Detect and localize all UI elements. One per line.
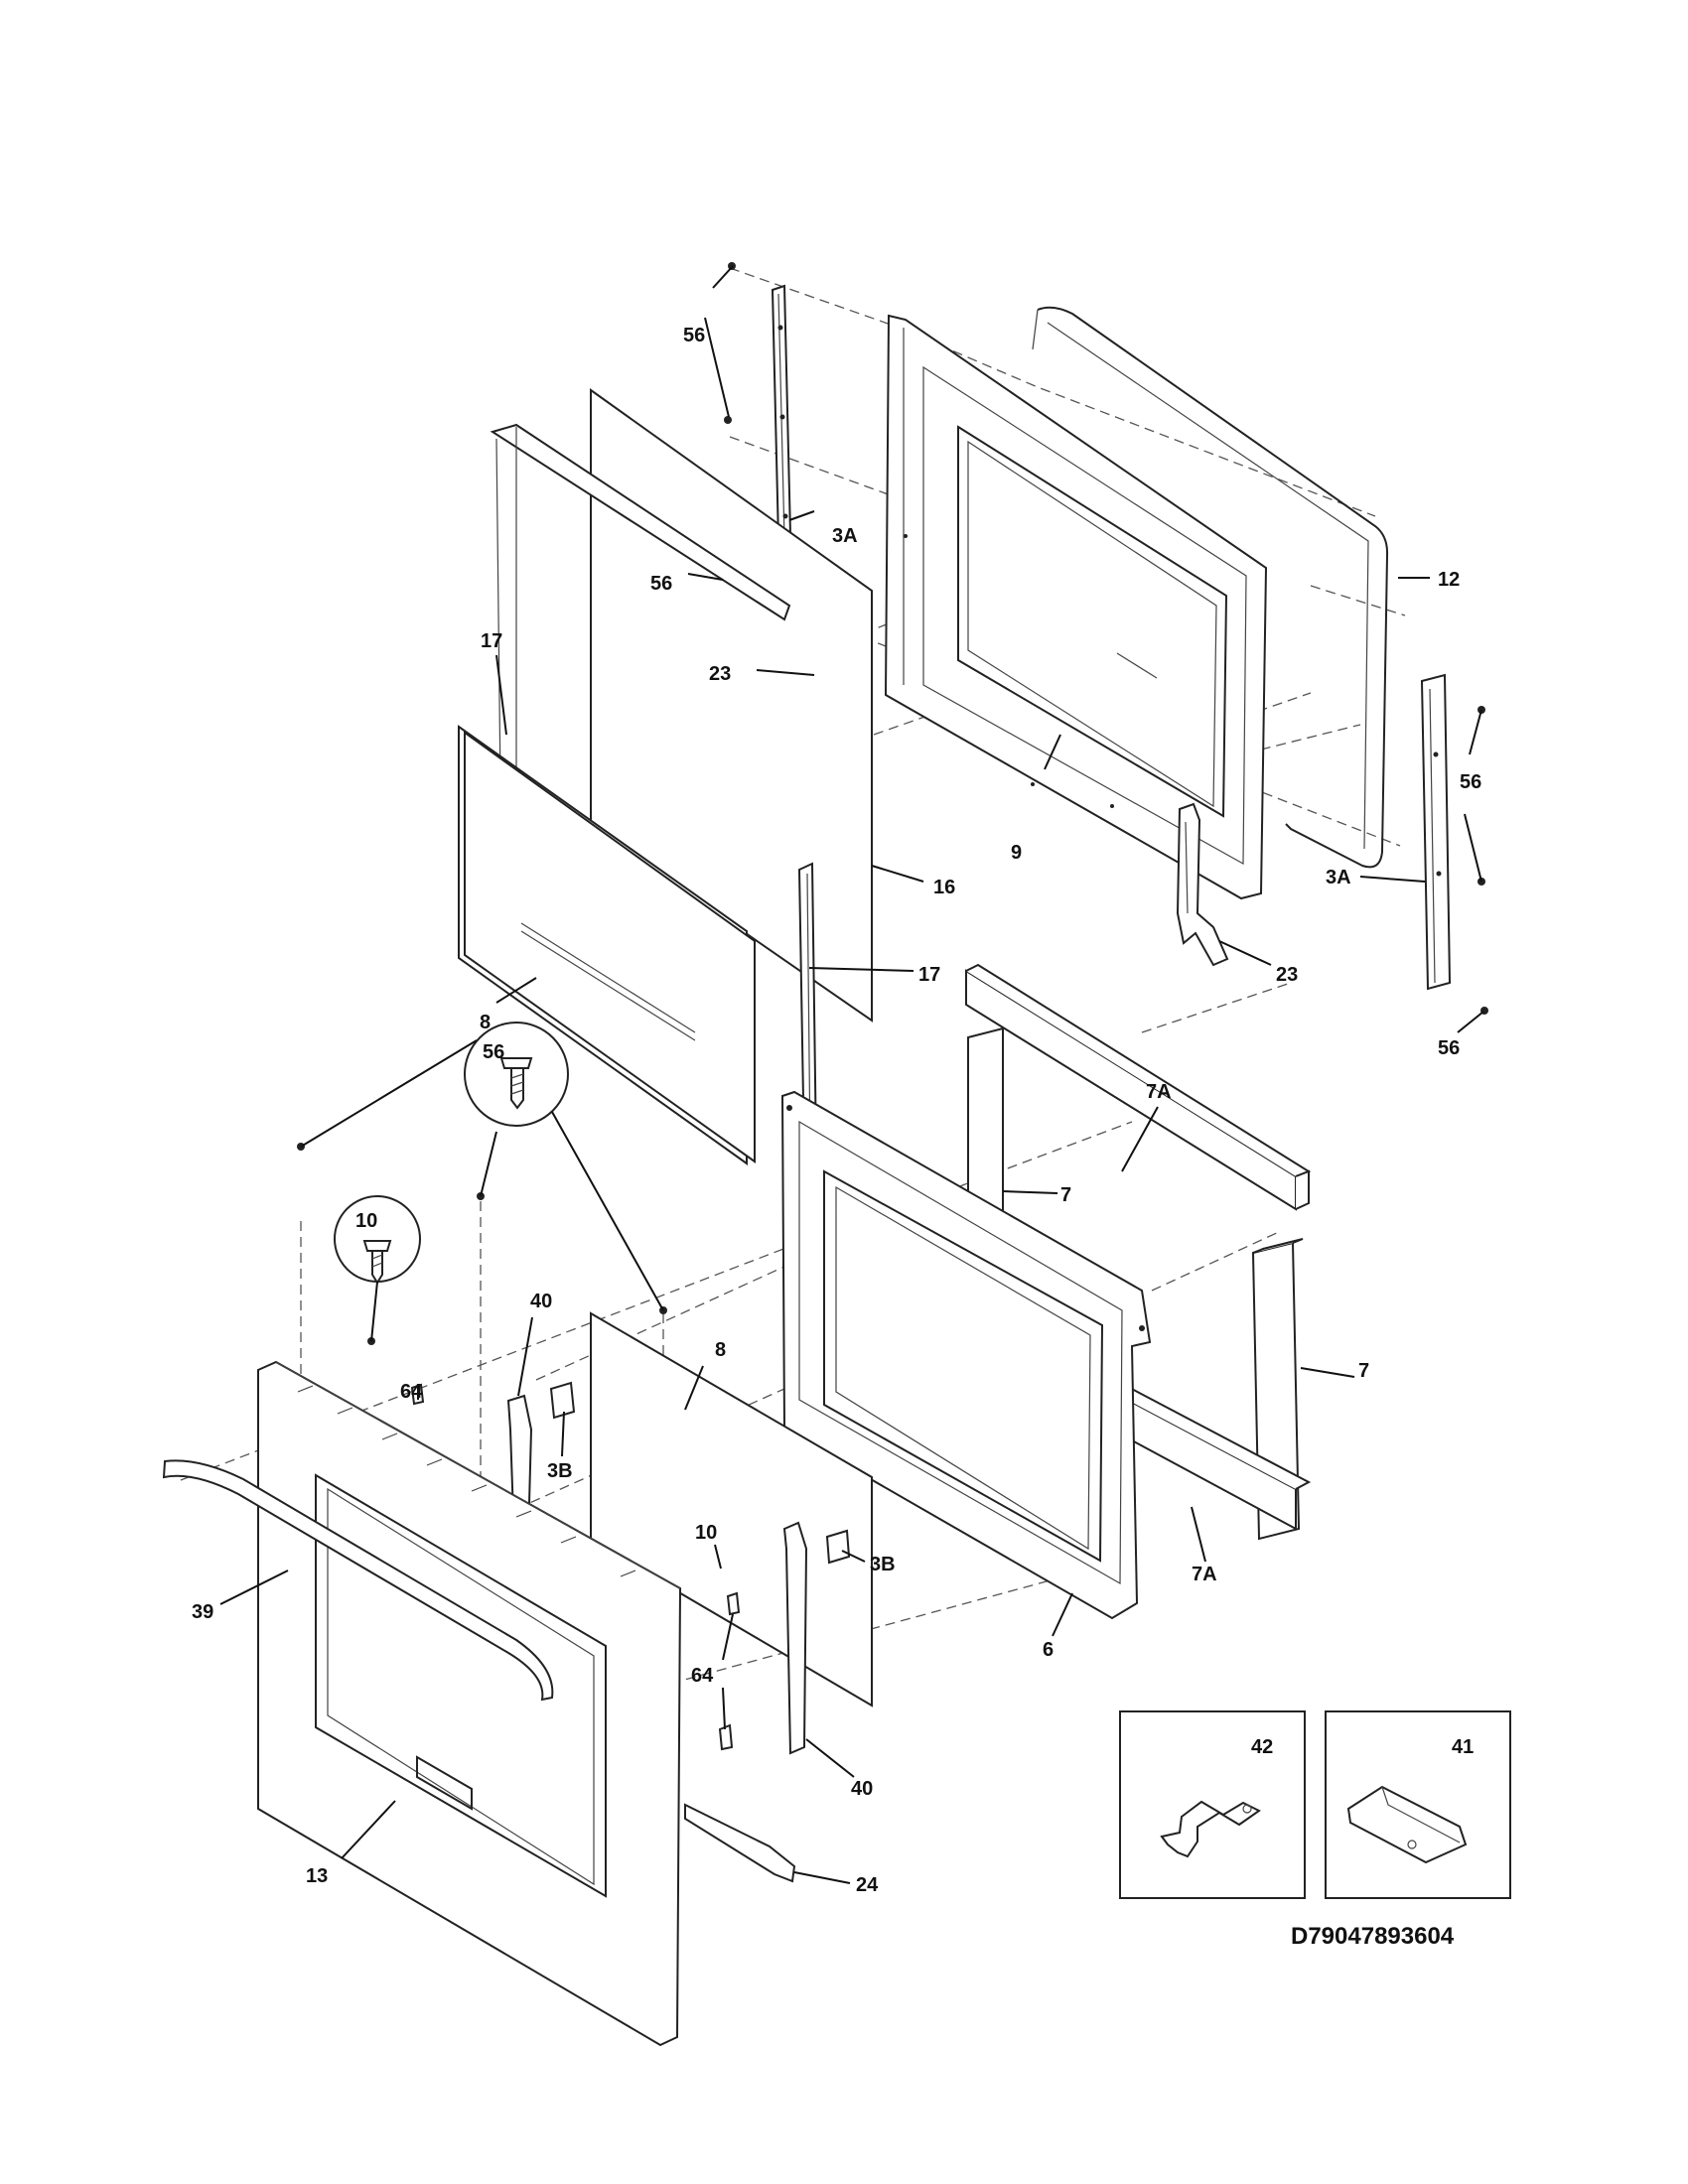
inset-box-42: 42: [1119, 1710, 1306, 1899]
outer-door-13: [257, 1360, 682, 2047]
callout-9: 9: [1011, 842, 1022, 864]
callout-16: 16: [933, 877, 955, 898]
callout-6: 6: [1043, 1639, 1054, 1661]
clip-3b-left: [549, 1381, 576, 1420]
part-64-bottom: [718, 1591, 741, 1751]
diagram-code: D79047893604: [1291, 1923, 1455, 1950]
callout-10-mid: 10: [695, 1522, 717, 1544]
callout-64-bottom: 64: [691, 1665, 714, 1687]
callout-23-bottom: 23: [1276, 964, 1298, 986]
inner-liner-6: [780, 1090, 1152, 1620]
callout-56-right: 56: [1460, 771, 1481, 793]
screw-56-group-right: [1477, 706, 1488, 1015]
inner-door-frame-9: [884, 314, 1268, 900]
callout-40-top: 40: [530, 1291, 552, 1312]
callout-56-mid: 56: [650, 573, 672, 595]
callout-3a-right: 3A: [1326, 867, 1351, 888]
callout-40-bottom: 40: [851, 1778, 873, 1800]
callout-64-top: 64: [400, 1381, 423, 1403]
callout-7-right: 7: [1358, 1360, 1369, 1382]
callout-8-mid: 8: [715, 1339, 726, 1361]
handle-39: [162, 1459, 554, 1702]
side-trim-3a-right: [1420, 673, 1452, 991]
callout-8-top: 8: [480, 1012, 491, 1033]
callout-10-circle: 10: [355, 1210, 377, 1232]
callout-7a-bottom: 7A: [1192, 1564, 1217, 1585]
glass-panel-8-top: [458, 725, 756, 1165]
callout-3b-left: 3B: [547, 1460, 573, 1482]
callout-7a-top: 7A: [1146, 1081, 1172, 1103]
screw-56-detail: [464, 1022, 569, 1127]
inset-box-41: 41: [1325, 1710, 1511, 1899]
callout-12: 12: [1438, 569, 1460, 591]
callout-23-top: 23: [709, 663, 731, 685]
callout-56-top: 56: [683, 325, 705, 346]
hinge-arm-24: [684, 1803, 796, 1883]
callout-labels: 56 3A 56 12 23 17 16 9 56 3A 17 23 8 56 …: [192, 325, 1481, 1896]
door-gasket-12: [1032, 306, 1389, 869]
callout-17-top: 17: [481, 630, 502, 652]
clip-3b-right: [825, 1529, 851, 1565]
callout-7-top: 7: [1060, 1184, 1071, 1206]
callout-13: 13: [306, 1865, 328, 1887]
glass-panel-16: [590, 388, 873, 1023]
hinge-23-bottom: [1176, 802, 1229, 967]
callout-17-mid: 17: [918, 964, 940, 986]
callout-3b-right: 3B: [870, 1554, 896, 1575]
inset-label-42: 42: [1251, 1736, 1273, 1758]
leader-lines: [219, 265, 1484, 1884]
insulation-7a-top: [965, 963, 1312, 1211]
callout-3a-left: 3A: [832, 525, 858, 547]
callout-56-right-bottom: 56: [1438, 1037, 1460, 1059]
callout-39: 39: [192, 1601, 213, 1623]
callout-56-circle: 56: [483, 1041, 504, 1063]
bracket-40-bottom: [782, 1521, 808, 1755]
callout-24: 24: [856, 1874, 879, 1896]
inset-label-41: 41: [1452, 1736, 1474, 1758]
